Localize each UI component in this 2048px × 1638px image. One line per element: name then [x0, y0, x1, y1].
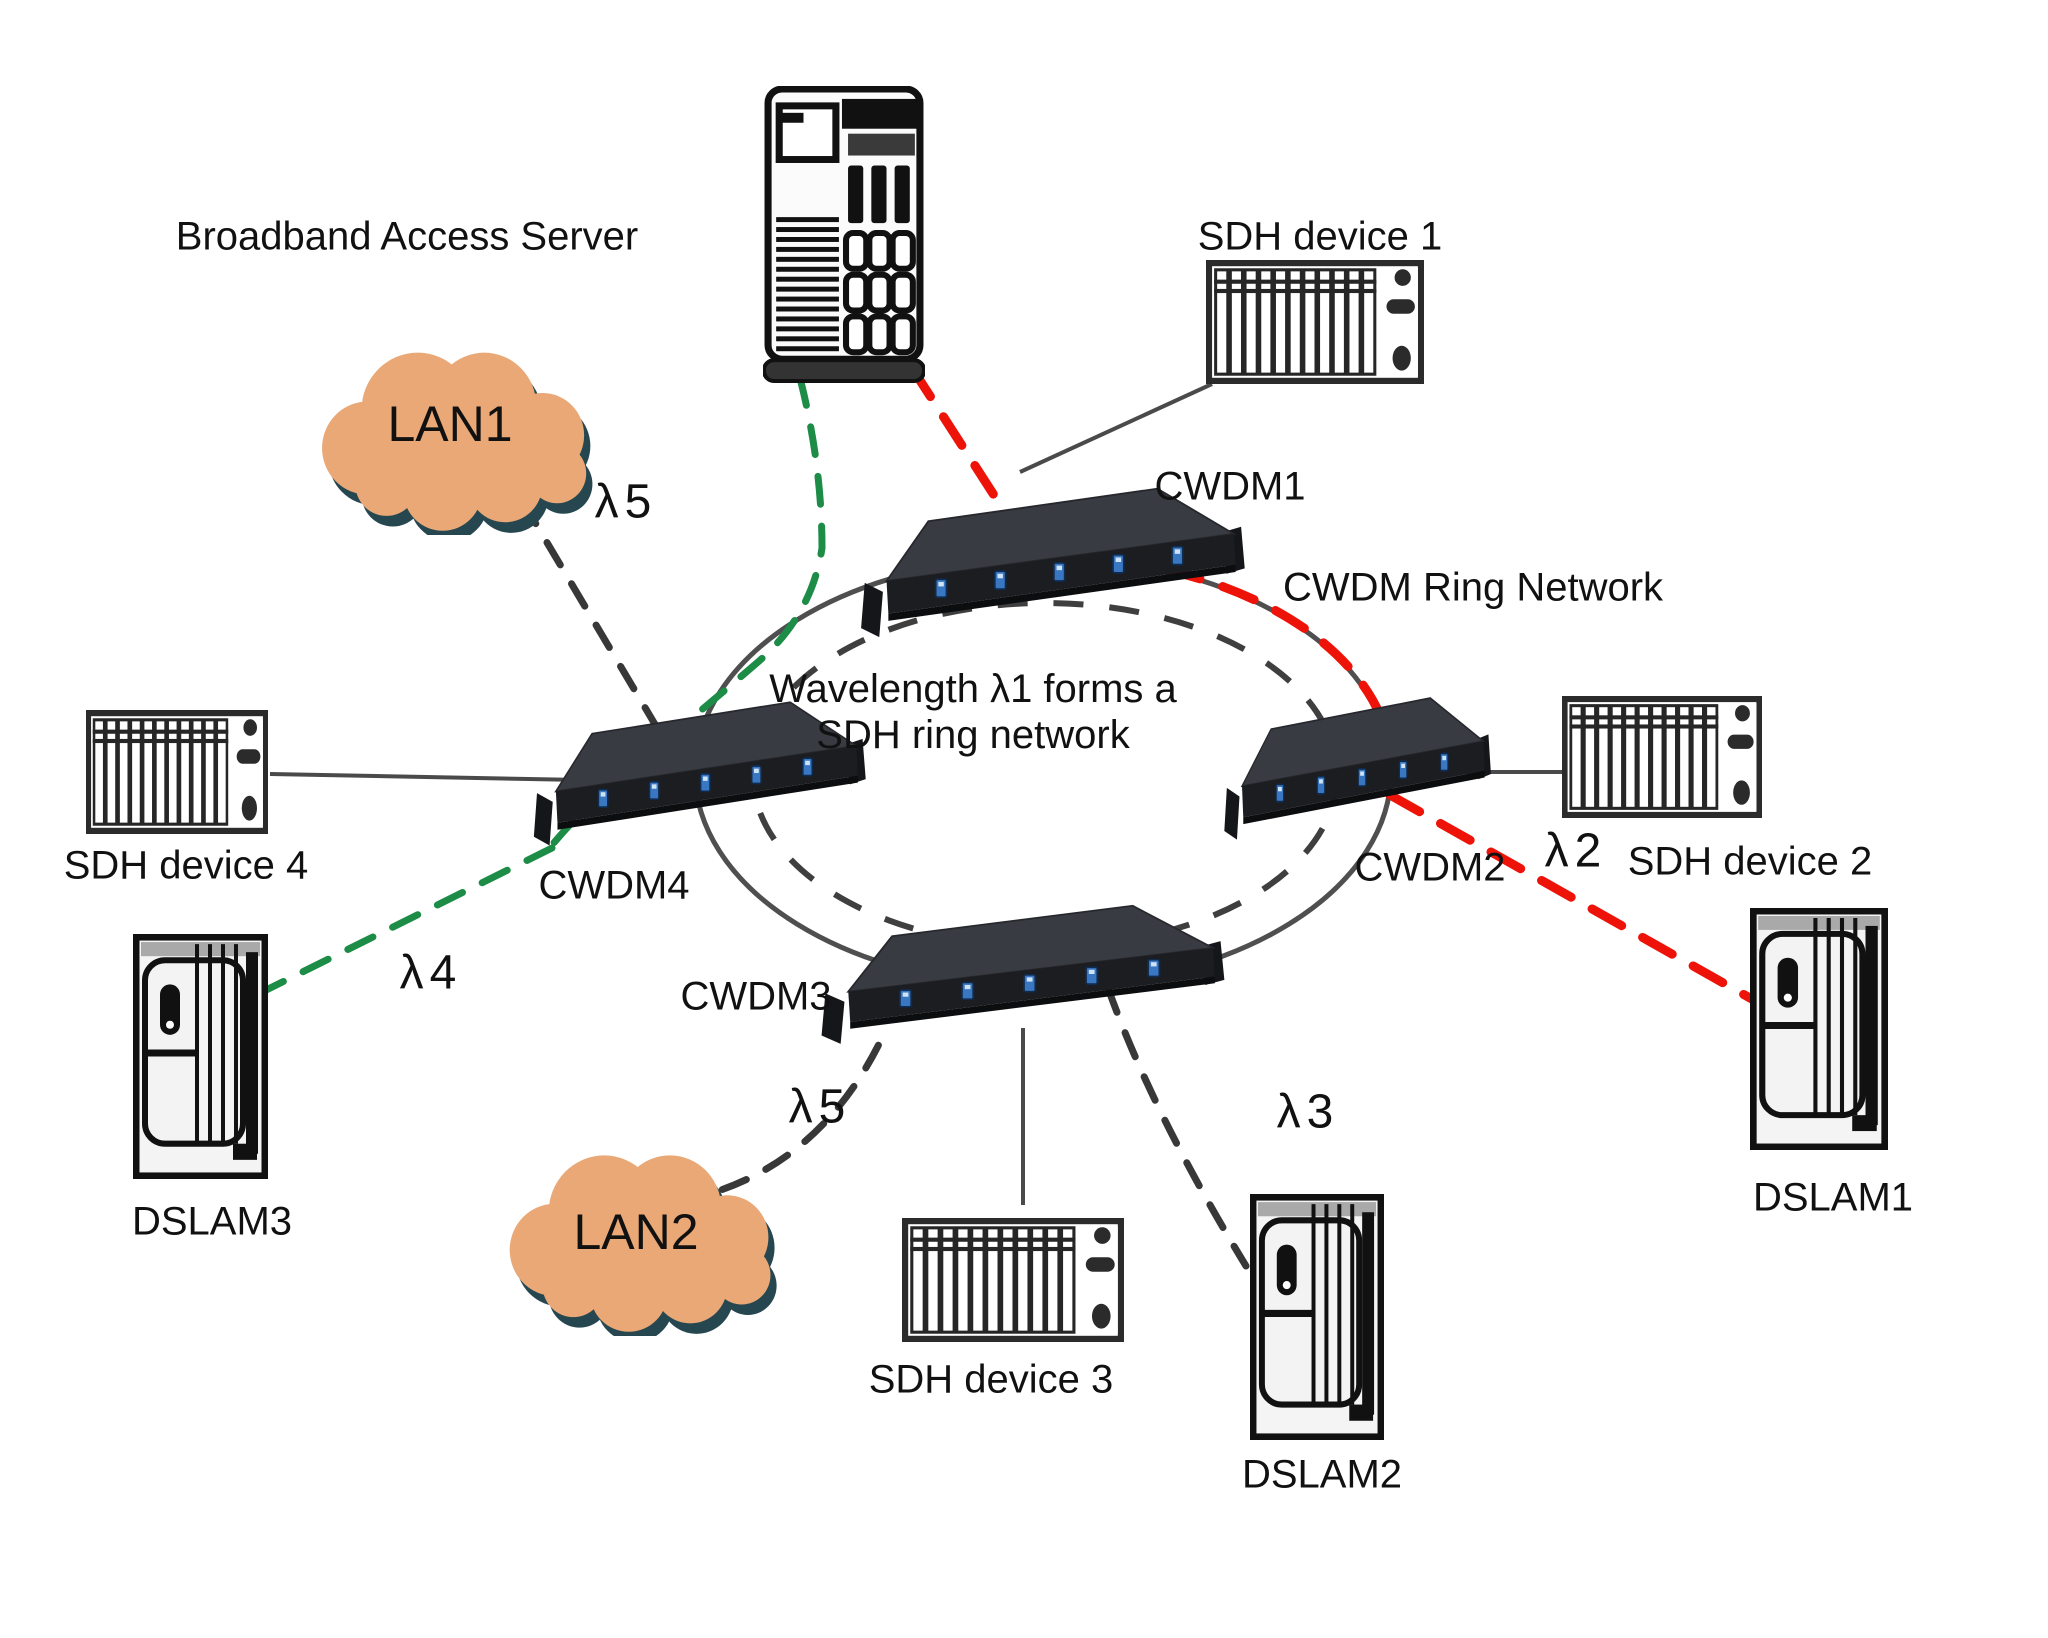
- sdh-device-3-icon: [905, 1221, 1121, 1339]
- sdh-device-4-icon: [89, 713, 266, 831]
- cwdm1-label: CWDM1: [1154, 464, 1306, 509]
- green-link-server-to-cwdm4: [548, 374, 826, 849]
- sdh-device-2-icon: [1565, 699, 1759, 815]
- green-link-cwdm4-to-dslam3: [234, 844, 556, 1008]
- cwdm1-icon: [860, 487, 1246, 639]
- broadband-access-server-label: Broadband Access Server: [175, 214, 639, 259]
- red-link-cwdm2-to-dslam1: [1385, 790, 1762, 1007]
- dslam1-label: DSLAM1: [1752, 1175, 1914, 1220]
- lan1-label: LAN1: [387, 396, 513, 452]
- ring-center-note-line1: Wavelength λ1 forms a: [769, 667, 1177, 711]
- cwdm-ring-network-title: CWDM Ring Network: [1282, 565, 1664, 610]
- lan2-label: LAN2: [573, 1204, 699, 1260]
- sdh-device-2-label: SDH device 2: [1627, 839, 1873, 884]
- wavelength-label-lambda5-bottom: λ5: [788, 1080, 852, 1134]
- sdh-device-3-label: SDH device 3: [868, 1357, 1114, 1402]
- sdh-device-1-label: SDH device 1: [1197, 214, 1443, 259]
- cwdm3-icon: [820, 904, 1226, 1045]
- dslam3-label: DSLAM3: [131, 1199, 293, 1244]
- ring-center-note: Wavelength λ1 forms a SDH ring network: [769, 666, 1177, 758]
- dslam2-label: DSLAM2: [1241, 1452, 1403, 1497]
- dashed-link-cwdm3-to-dslam2: [1104, 984, 1250, 1270]
- dslam2-icon: [1253, 1197, 1381, 1437]
- red-link-server-to-cwdm1: [907, 363, 1015, 525]
- wavelength-label-lambda3: λ3: [1276, 1085, 1340, 1139]
- wavelength-label-lambda4: λ4: [399, 946, 463, 1000]
- dslam3-icon: [136, 937, 265, 1176]
- cwdm2-icon: [1223, 697, 1492, 841]
- cwdm2-label: CWDM2: [1354, 845, 1506, 890]
- sdh-device-1-icon: [1209, 263, 1421, 381]
- wavelength-label-lambda2: λ2: [1544, 824, 1608, 878]
- link-sdh1-to-cwdm1: [1019, 382, 1213, 474]
- wavelength-label-lambda5-top: λ5: [594, 475, 658, 529]
- broadband-access-server-icon: [764, 89, 924, 381]
- sdh-device-4-label: SDH device 4: [63, 843, 309, 888]
- cwdm4-label: CWDM4: [538, 863, 690, 908]
- cwdm3-label: CWDM3: [680, 974, 832, 1019]
- dslam1-icon: [1753, 911, 1885, 1147]
- link-sdh4-to-cwdm4: [269, 772, 583, 782]
- ring-center-note-line2: SDH ring network: [816, 713, 1130, 757]
